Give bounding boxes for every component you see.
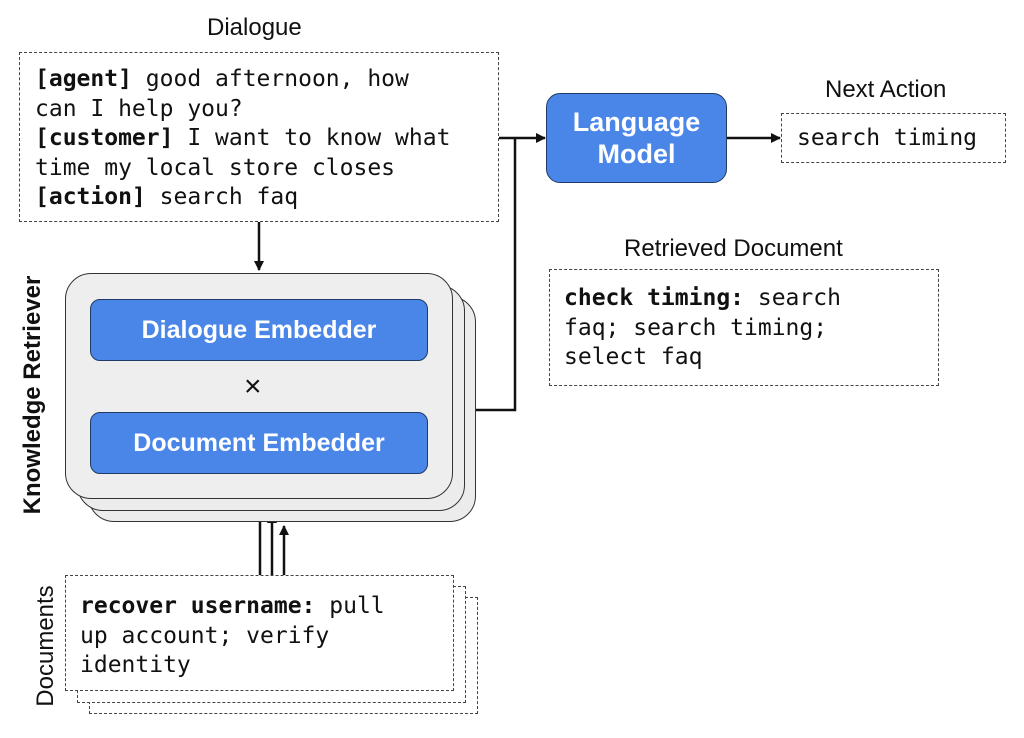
utterance-text: can I help you?	[35, 95, 243, 122]
knowledge-retriever-label: Knowledge Retriever	[19, 275, 46, 515]
document-value: faq; search timing;	[564, 314, 828, 341]
retrieved-document-box: check timing: search faq; search timing;…	[549, 269, 939, 386]
document-key: check timing:	[564, 285, 745, 311]
document-value: pull	[315, 593, 385, 619]
document-line: recover username: pull	[80, 592, 385, 622]
dialogue-line: [customer] I want to know what	[35, 124, 450, 154]
document-line: faq; search timing;	[564, 314, 841, 344]
retrieved-document-title: Retrieved Document	[624, 235, 843, 262]
document-value: up account; verify	[80, 622, 330, 649]
next-action-box: search timing	[781, 113, 1006, 163]
next-action-title: Next Action	[825, 76, 947, 103]
next-action-value: search timing	[797, 125, 978, 151]
dialogue-line: [action] search faq	[35, 183, 450, 213]
times-symbol: ×	[244, 370, 262, 403]
document-embedder-box: Document Embedder	[90, 412, 428, 474]
document-key: recover username:	[80, 593, 316, 619]
speaker-label: [action]	[35, 184, 146, 210]
utterance-text: search faq	[145, 184, 299, 210]
speaker-label: [agent]	[35, 66, 132, 92]
documents-box: recover username: pull up account; verif…	[65, 575, 454, 691]
dialogue-text: [agent] good afternoon, how can I help y…	[35, 65, 450, 213]
document-value: select faq	[564, 344, 703, 370]
retrieved-document-text: check timing: search faq; search timing;…	[564, 284, 841, 373]
dialogue-embedder-label: Dialogue Embedder	[141, 315, 377, 344]
document-line: up account; verify	[80, 622, 385, 652]
dialogue-title: Dialogue	[207, 14, 302, 41]
document-value: search	[744, 285, 841, 311]
retriever-to-model-line	[476, 138, 517, 412]
dialogue-line: time my local store closes	[35, 154, 450, 184]
speaker-label: [customer]	[35, 125, 174, 151]
document-value: identity	[80, 652, 191, 678]
documents-label: Documents	[32, 585, 59, 707]
dialogue-line: can I help you?	[35, 95, 450, 125]
dialogue-box: [agent] good afternoon, how can I help y…	[19, 52, 499, 222]
document-line: identity	[80, 651, 385, 681]
language-model-box: Language Model	[546, 93, 727, 183]
utterance-text: I want to know what	[173, 125, 451, 151]
utterance-text: time my local store closes	[35, 154, 396, 181]
knowledge-retriever-panel: Dialogue Embedder × Document Embedder	[65, 273, 453, 499]
document-embedder-label: Document Embedder	[133, 428, 385, 457]
document-line: select faq	[564, 343, 841, 373]
documents-text: recover username: pull up account; verif…	[80, 592, 385, 681]
document-line: check timing: search	[564, 284, 841, 314]
utterance-text: good afternoon, how	[131, 66, 409, 92]
language-model-label: Language Model	[572, 107, 701, 169]
dialogue-embedder-box: Dialogue Embedder	[90, 299, 428, 361]
dialogue-line: [agent] good afternoon, how	[35, 65, 450, 95]
